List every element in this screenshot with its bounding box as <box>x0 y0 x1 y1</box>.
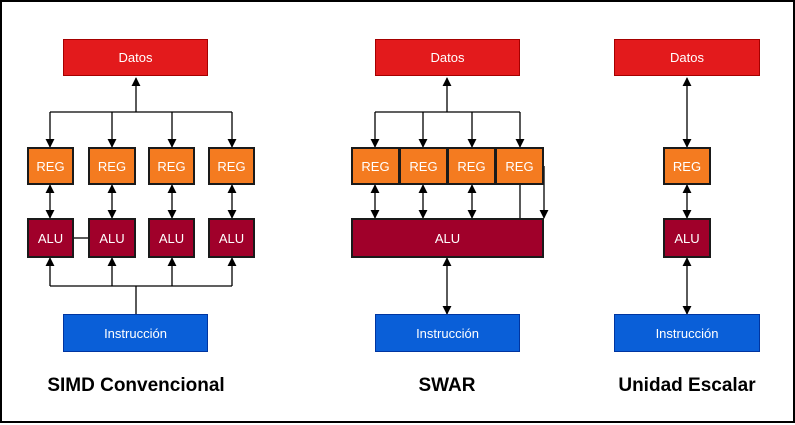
simd-alu-2: ALU <box>88 218 136 258</box>
caption-scalar: Unidad Escalar <box>618 375 756 396</box>
simd-alu-3: ALU <box>148 218 195 258</box>
simd-instruccion-box: Instrucción <box>63 314 208 352</box>
swar-datos-box: Datos <box>375 39 520 76</box>
simd-alu-1: ALU <box>27 218 74 258</box>
simd-reg-1: REG <box>27 147 74 185</box>
caption-swar: SWAR <box>418 375 476 396</box>
swar-alu: ALU <box>351 218 544 258</box>
swar-reg-2: REG <box>399 147 448 185</box>
scalar-reg: REG <box>663 147 711 185</box>
simd-reg-2: REG <box>88 147 136 185</box>
swar-reg-1: REG <box>351 147 400 185</box>
simd-alu-4: ALU <box>208 218 255 258</box>
simd-datos-box: Datos <box>63 39 208 76</box>
caption-simd: SIMD Convencional <box>47 375 225 396</box>
scalar-datos-box: Datos <box>614 39 760 76</box>
simd-reg-4: REG <box>208 147 255 185</box>
swar-instruccion-box: Instrucción <box>375 314 520 352</box>
swar-reg-4: REG <box>495 147 544 185</box>
scalar-alu: ALU <box>663 218 711 258</box>
swar-reg-3: REG <box>447 147 496 185</box>
simd-reg-3: REG <box>148 147 195 185</box>
scalar-instruccion-box: Instrucción <box>614 314 760 352</box>
